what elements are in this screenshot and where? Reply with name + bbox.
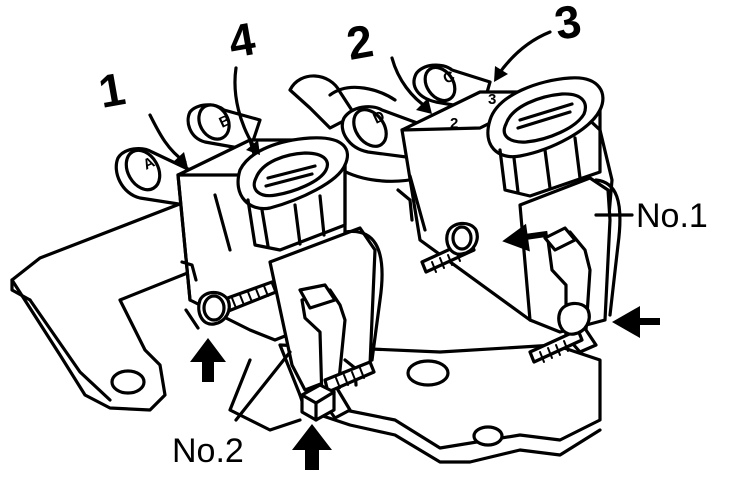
terminal-label-4: 4 bbox=[225, 12, 260, 68]
arrow-left-lower bbox=[612, 306, 660, 338]
port-marks: B A C D 2 3 bbox=[141, 68, 497, 174]
callout-no1: No.1 bbox=[636, 197, 708, 235]
terminal-label-2: 2 bbox=[343, 14, 377, 70]
port-mark-2: 2 bbox=[450, 115, 458, 132]
screw-bottom bbox=[300, 360, 376, 422]
arrow-up-left bbox=[190, 338, 226, 382]
arrow-left-upper bbox=[502, 223, 549, 252]
right-solenoid-valve bbox=[340, 63, 622, 364]
bracket-bolt-hole-center bbox=[406, 359, 450, 387]
screw-right-lower bbox=[528, 301, 591, 364]
left-solenoid-valve bbox=[114, 103, 384, 422]
bracket-bolt-hole-left bbox=[110, 369, 146, 395]
indicator-arrows bbox=[190, 223, 660, 470]
bracket-bolt-hole-right bbox=[472, 425, 504, 447]
screw-left bbox=[197, 280, 278, 326]
callout-no2: No.2 bbox=[172, 432, 244, 470]
arrow-up-bottom bbox=[292, 424, 332, 470]
terminal-label-1: 1 bbox=[95, 62, 129, 118]
screw-right-upper bbox=[420, 221, 479, 274]
port-mark-3: 3 bbox=[488, 91, 496, 108]
terminal-label-3: 3 bbox=[551, 0, 585, 50]
part-callouts: No.1 No.2 bbox=[172, 197, 708, 470]
